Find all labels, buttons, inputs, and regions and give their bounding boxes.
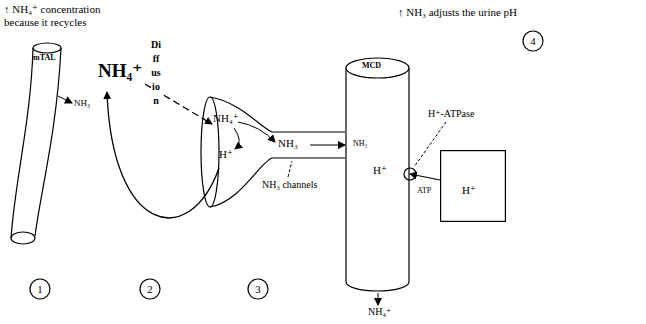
node-text: H⁺ xyxy=(373,164,387,177)
callout-number: 4 xyxy=(522,30,544,52)
molecule-label: NH₄⁺ xyxy=(368,306,391,318)
secretion-arrow xyxy=(58,96,72,103)
tube-wall xyxy=(310,131,345,132)
node-text: NH₄⁺ xyxy=(213,112,239,125)
recycling-arrow xyxy=(107,92,219,218)
callout-number: 3 xyxy=(247,278,269,300)
excretion-arrow xyxy=(378,293,379,305)
molecule-label: NH₃ xyxy=(74,98,90,109)
dissociation-arrow xyxy=(234,128,239,149)
process-label: Diffusion xyxy=(151,38,161,108)
outline-part xyxy=(11,48,33,238)
node-text: mTAL xyxy=(33,53,56,62)
leader-line xyxy=(288,161,292,177)
callout-number: 3 xyxy=(247,278,269,300)
callout-number: 1 xyxy=(29,278,51,300)
tubule-segment: mTAL xyxy=(5,40,65,250)
node-outline xyxy=(200,92,310,212)
annotation: ↑ NH₃ adjusts the urine pH xyxy=(398,6,517,19)
callout-number: 2 xyxy=(139,278,161,300)
connector-arrow xyxy=(410,174,440,180)
outline-part xyxy=(35,48,61,236)
node-text: NH₃ xyxy=(353,139,367,148)
node-outline xyxy=(5,40,65,250)
dissociation-arrow xyxy=(238,122,275,142)
leader-line xyxy=(414,122,446,167)
outline-part xyxy=(30,279,50,299)
callout-number: 2 xyxy=(139,278,161,300)
callout-number: 4 xyxy=(522,30,544,52)
outline-part xyxy=(345,68,346,282)
annotation: ↑ NH₄⁺ concentration because it recycles xyxy=(4,3,129,29)
molecule-label: ATP xyxy=(417,186,431,196)
medullary-duct: MCD NH₃ H⁺ xyxy=(345,56,410,292)
outline-part xyxy=(523,31,543,51)
outline-part xyxy=(210,97,310,132)
outline-part xyxy=(441,151,506,222)
outline-part xyxy=(11,232,35,244)
part-label: NH₃ channels xyxy=(262,179,317,191)
node-text: MCD xyxy=(362,61,381,70)
outline-part xyxy=(408,68,409,282)
part-label: H⁺-ATPase xyxy=(428,108,474,120)
outline-part xyxy=(33,43,61,53)
node-text: NH₃ xyxy=(278,137,298,150)
collecting-duct: NH₄⁺ H⁺ NH₃ xyxy=(200,92,310,212)
outline-part xyxy=(140,279,160,299)
outline-part xyxy=(346,282,409,291)
node-text: H⁺ xyxy=(219,148,233,161)
connector-arrow xyxy=(310,144,345,145)
callout-number: 1 xyxy=(29,278,51,300)
molecule-label: NH₄⁺ xyxy=(98,60,142,83)
tube-wall xyxy=(310,157,345,158)
outline-part xyxy=(248,279,268,299)
node-text: H⁺ xyxy=(462,184,476,197)
outline-part xyxy=(346,58,409,78)
interstitium-box: H⁺ xyxy=(440,150,506,222)
